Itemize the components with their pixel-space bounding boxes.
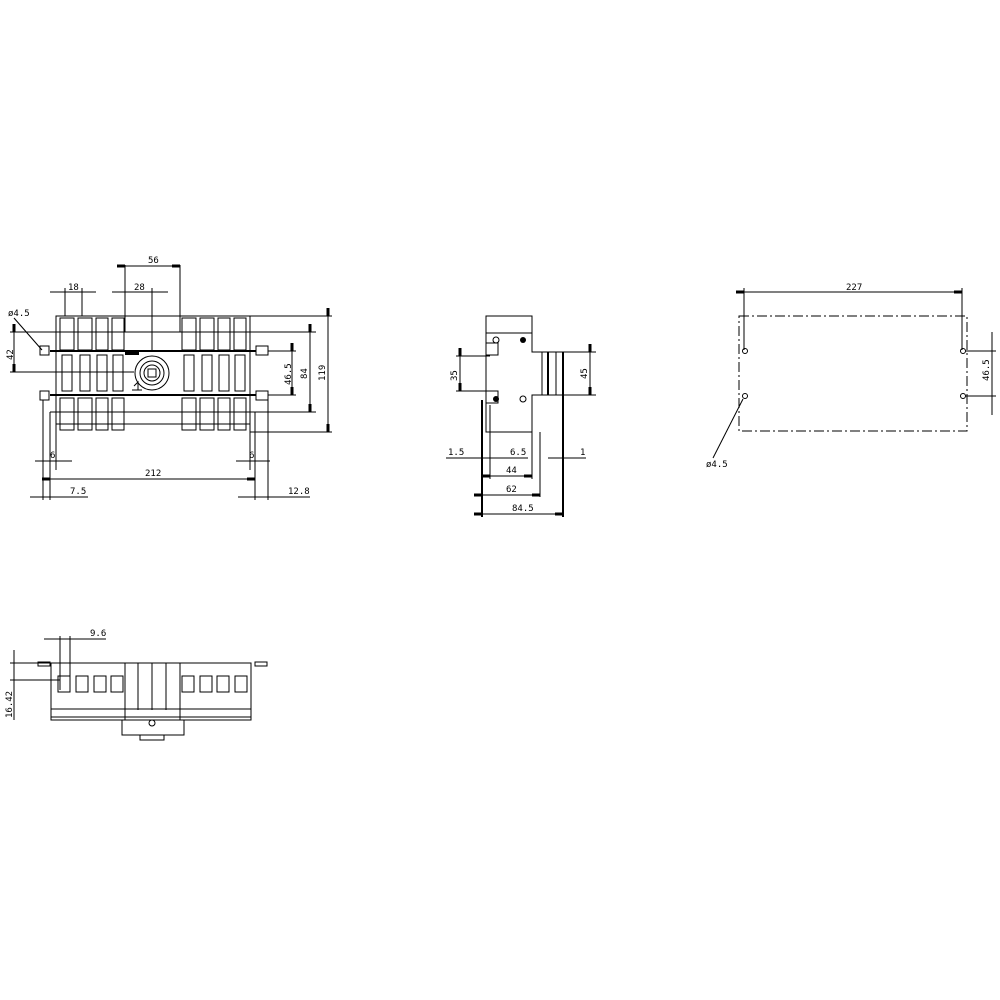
front-view: 56 18 28 ø4.5 42 46.5 84 119 <box>6 256 332 500</box>
mount-hole <box>742 348 748 354</box>
dim-9-6: 9.6 <box>90 629 106 639</box>
dim-right-6: 6 <box>249 451 254 461</box>
dim-left-6: 6 <box>50 451 55 461</box>
dim-18: 18 <box>68 283 79 293</box>
dim-44: 44 <box>506 466 517 476</box>
dim-42: 42 <box>6 349 16 360</box>
dim-227: 227 <box>846 283 862 293</box>
dim-16-42: 16.42 <box>5 691 15 718</box>
dim-84-5: 84.5 <box>512 504 534 514</box>
dim-12-8: 12.8 <box>288 487 310 497</box>
mounting-view: 227 46.5 ø4.5 <box>706 283 996 470</box>
dim-1-5: 1.5 <box>448 448 464 458</box>
mount-hole <box>960 393 966 399</box>
dim-62: 62 <box>506 485 517 495</box>
dim-28: 28 <box>134 283 145 293</box>
dim-7-5: 7.5 <box>70 487 86 497</box>
dim-84: 84 <box>300 368 310 379</box>
dim-119: 119 <box>318 365 328 381</box>
dim-212: 212 <box>145 469 161 479</box>
left-poles <box>59 317 125 431</box>
side-view: 35 45 1.5 6.5 1 44 62 84.5 <box>446 315 596 517</box>
dim-hole-dia: ø4.5 <box>8 309 30 319</box>
right-poles <box>181 317 247 431</box>
top-terminals <box>57 675 248 693</box>
dim-mount-hole-dia: ø4.5 <box>706 460 728 470</box>
mount-hole <box>742 393 748 399</box>
dim-mount-46-5: 46.5 <box>982 359 992 381</box>
left-mounting-tab-bottom <box>39 390 50 401</box>
left-mounting-tab-top <box>39 345 50 356</box>
dim-1: 1 <box>580 448 585 458</box>
rotary-handle <box>125 351 170 391</box>
right-mounting-tab-top <box>255 345 269 356</box>
dim-35: 35 <box>450 370 460 381</box>
top-view: 9.6 16.42 <box>5 629 268 741</box>
dim-45: 45 <box>580 368 590 379</box>
mount-hole <box>960 348 966 354</box>
right-mounting-tab-bottom <box>255 390 269 401</box>
dim-56: 56 <box>148 256 159 266</box>
dim-6-5: 6.5 <box>510 448 526 458</box>
dim-46-5: 46.5 <box>284 363 294 385</box>
